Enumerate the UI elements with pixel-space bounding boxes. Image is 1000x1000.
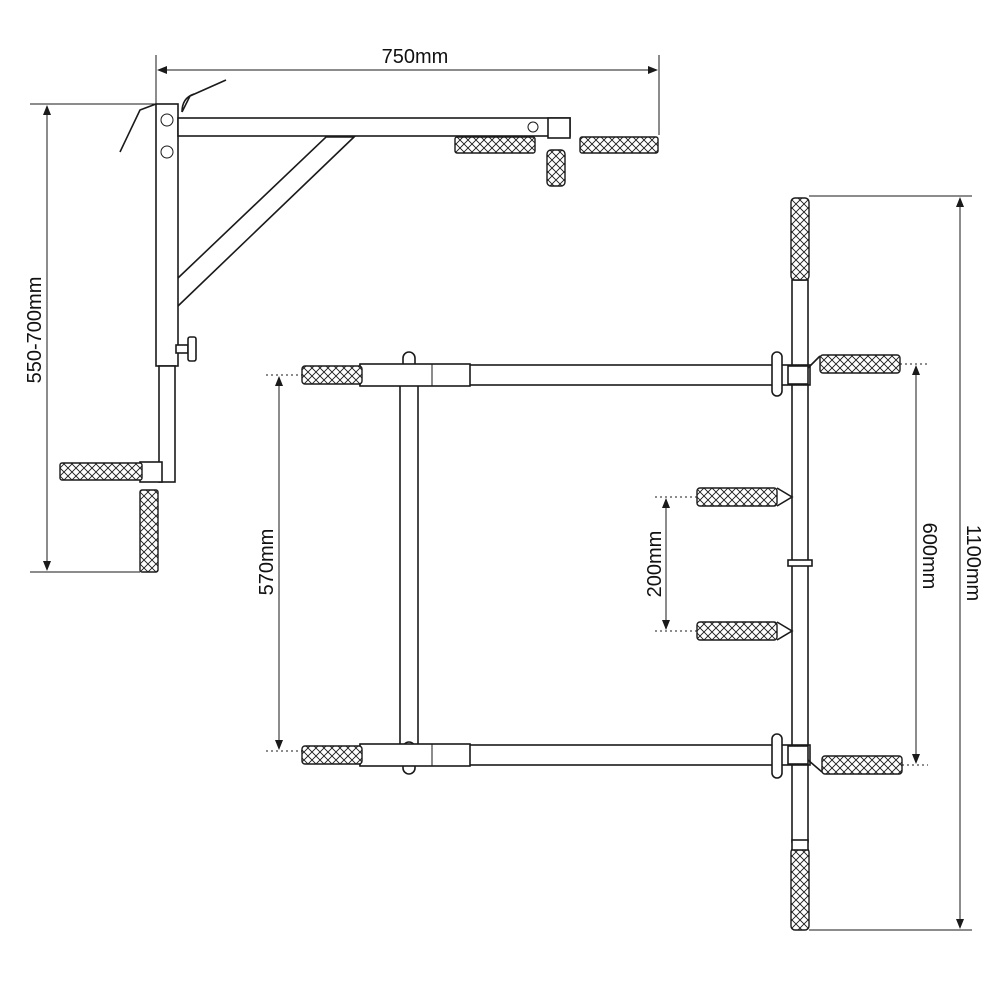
top-center-clip [787, 559, 813, 567]
top-inner-grip-upper [696, 487, 778, 507]
side-arm [177, 117, 571, 137]
side-wall-post-lower [158, 365, 176, 483]
dim-total-length: 1100mm [809, 195, 984, 931]
top-upper-bracket [771, 351, 783, 397]
dim-reach: 750mm [155, 46, 660, 135]
side-hook [119, 79, 227, 153]
side-foot-grip-horizontal [59, 462, 143, 481]
top-upper-grip-right [819, 354, 901, 374]
dim-total-label: 1100mm [962, 525, 984, 601]
side-view [59, 79, 659, 573]
dim-height-label: 550-700mm [24, 277, 46, 384]
dim-outer-label: 600mm [918, 523, 940, 590]
top-upper-arm-sleeve [359, 363, 471, 387]
top-main-grip-top [790, 197, 810, 281]
dim-outer-grip-spacing: 600mm [900, 363, 940, 766]
top-lower-bracket [771, 733, 783, 779]
top-lower-grip-left [301, 745, 363, 765]
dim-front-span-label: 570mm [256, 529, 278, 596]
side-adjust-knob [175, 336, 197, 362]
dim-inner-label: 200mm [644, 531, 666, 598]
side-arm-grip-right [579, 136, 659, 154]
top-upper-grip-left [301, 365, 363, 385]
top-inner-grip-lower [696, 621, 778, 641]
top-view [301, 197, 903, 931]
side-arm-clamp [547, 117, 571, 139]
dim-height-range: 550-700mm [24, 103, 156, 573]
side-foot-grip-vertical [139, 489, 159, 573]
dim-reach-label: 750mm [382, 46, 449, 68]
dim-inner-grip-spacing: 200mm [644, 496, 697, 632]
side-wall-post [155, 103, 179, 367]
side-arm-bolt [527, 121, 539, 133]
side-bolt-upper [160, 113, 174, 127]
side-foot-joint [139, 461, 163, 483]
side-spring-handle [546, 149, 566, 187]
top-main-grip-bottom [790, 847, 810, 931]
top-left-tube [399, 384, 419, 746]
top-lower-grip-right [821, 755, 903, 775]
dim-front-span: 570mm [256, 374, 302, 752]
side-bolt-lower [160, 145, 174, 159]
top-lower-arm-sleeve [359, 743, 471, 767]
side-arm-grip-left [454, 136, 536, 154]
side-brace [177, 136, 356, 307]
